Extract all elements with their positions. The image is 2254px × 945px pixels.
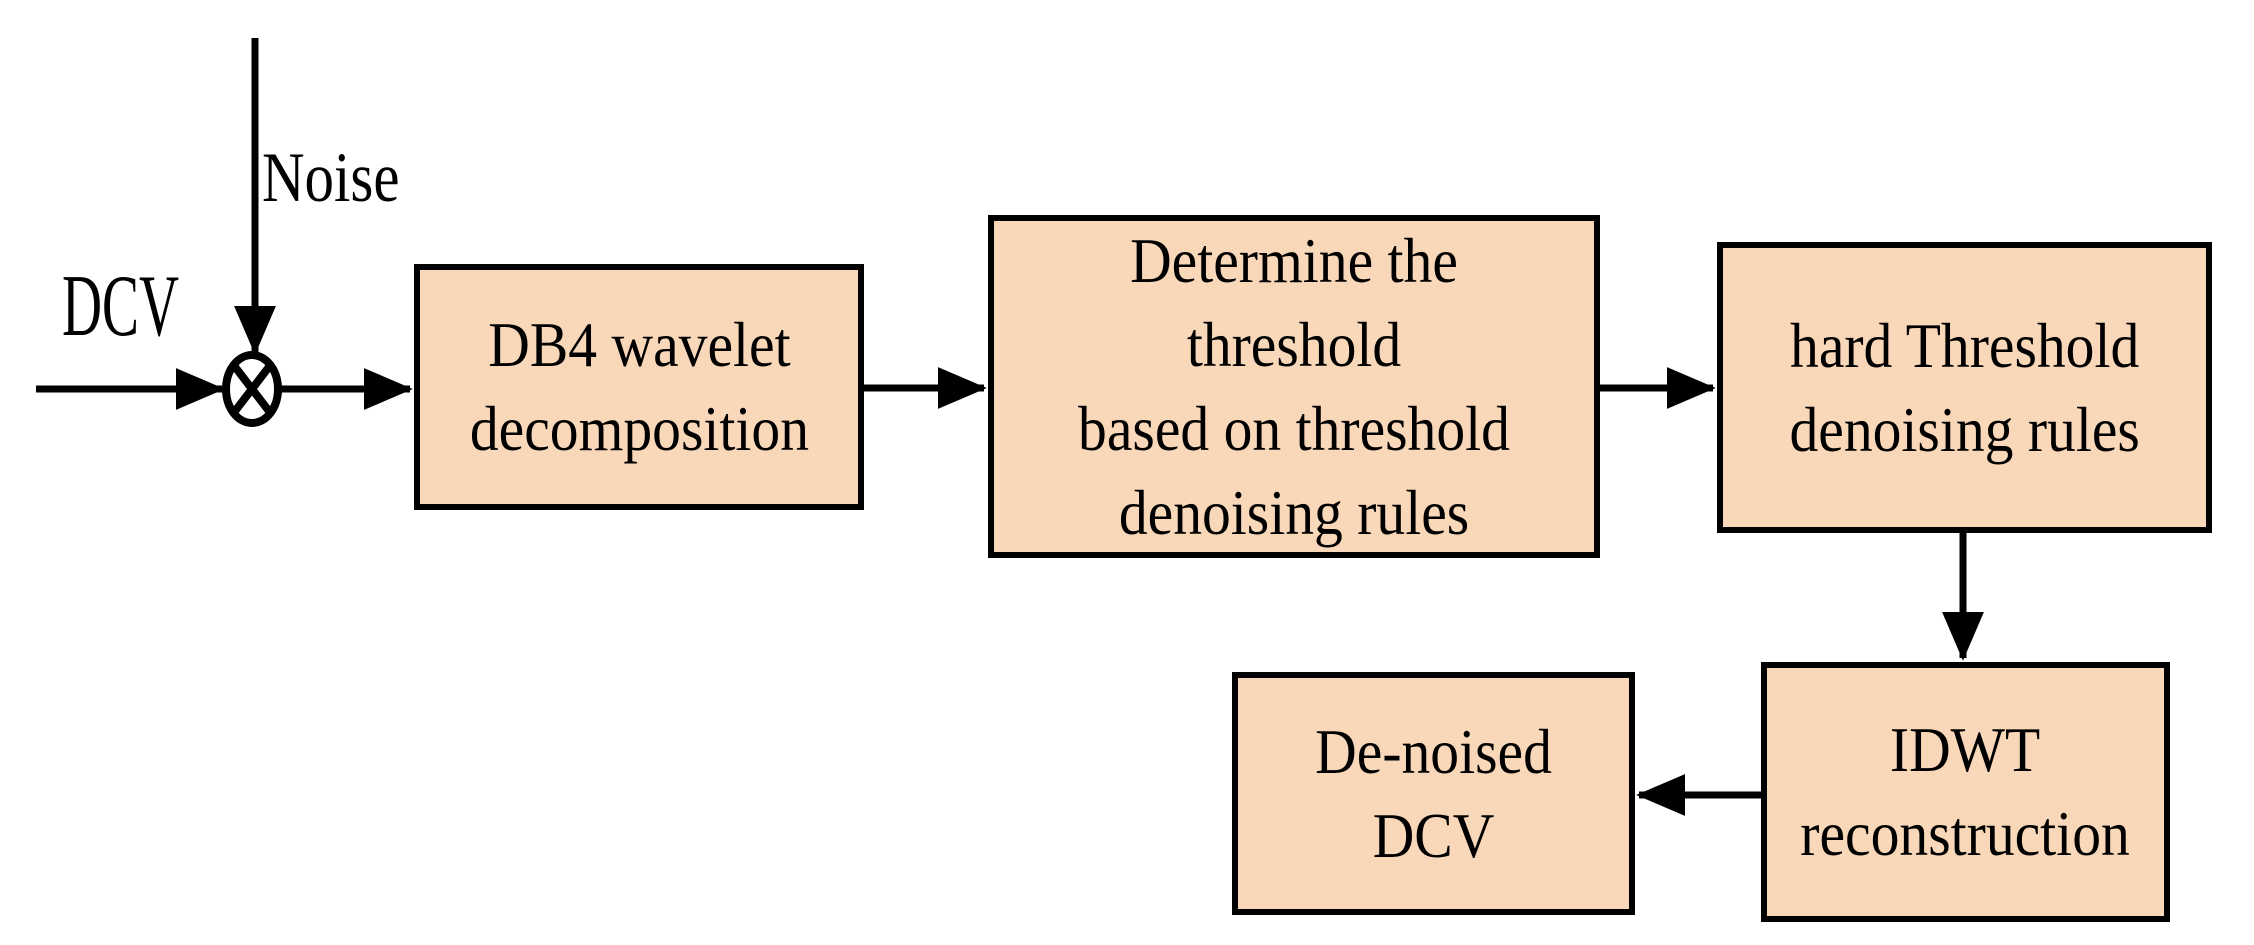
node-label: hard Threshold denoising rules [1789, 309, 2140, 465]
node-determine-threshold: Determine the threshold based on thresho… [988, 215, 1600, 558]
node-denoised-dcv: De-noised DCV [1232, 672, 1635, 915]
node-db4-wavelet-decomposition: DB4 wavelet decomposition [414, 264, 864, 510]
node-label: Determine the threshold based on thresho… [1078, 224, 1510, 548]
mixer-multiply-icon [222, 351, 282, 427]
node-label: DB4 wavelet decomposition [469, 309, 809, 464]
node-label: De-noised DCV [1315, 715, 1552, 871]
input-signal-label: DCV [62, 258, 180, 355]
node-idwt-reconstruction: IDWT reconstruction [1761, 662, 2170, 922]
node-hard-threshold-rules: hard Threshold denoising rules [1717, 242, 2212, 533]
noise-label: Noise [262, 139, 400, 217]
node-label: IDWT reconstruction [1800, 714, 2131, 869]
